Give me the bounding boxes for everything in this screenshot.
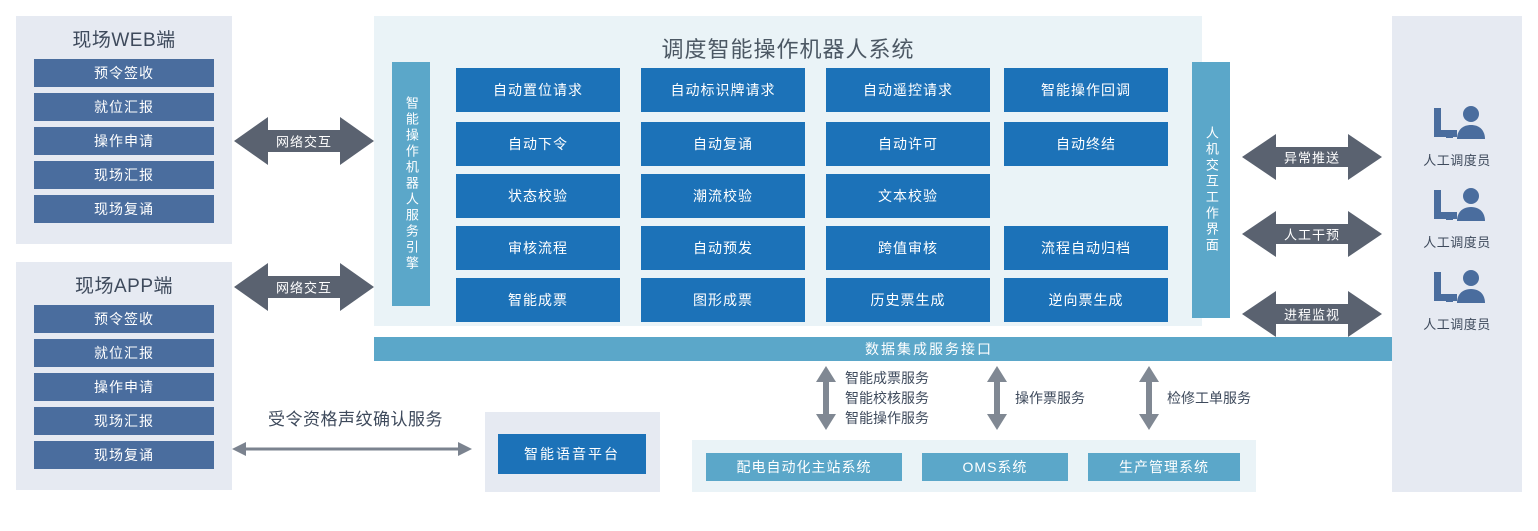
system-box-distribution-automation[interactable]: 配电自动化主站系统 xyxy=(706,453,902,481)
service-arrow-1 xyxy=(814,366,838,430)
feature-cell-auto-label-request[interactable]: 自动标识牌请求 xyxy=(641,68,805,112)
robot-system-panel: 调度智能操作机器人系统 xyxy=(374,16,1202,326)
service-engine-vbar: 智能操作机器人服务引擎 xyxy=(392,62,430,306)
vertical-double-arrow-icon xyxy=(987,366,1007,430)
operator-desk-icon xyxy=(1434,270,1485,303)
double-arrow-icon xyxy=(234,117,374,165)
double-arrow-icon xyxy=(234,263,374,311)
app-client-button-2[interactable]: 就位汇报 xyxy=(34,339,214,367)
operator-item-2: 人工调度员 xyxy=(1392,186,1522,251)
arrow-network-interaction-web: 网络交互 xyxy=(234,113,374,169)
feature-cell-auto-remote-request[interactable]: 自动遥控请求 xyxy=(826,68,990,112)
feature-cell-history-ticket[interactable]: 历史票生成 xyxy=(826,278,990,322)
operator-label-1: 人工调度员 xyxy=(1423,153,1491,168)
feature-cell-powerflow-check[interactable]: 潮流校验 xyxy=(641,174,805,218)
arrow-exception-push: 异常推送 xyxy=(1242,131,1382,183)
thin-double-arrow-icon xyxy=(232,442,472,456)
feature-cell-review-flow[interactable]: 审核流程 xyxy=(456,226,620,270)
web-client-button-2[interactable]: 就位汇报 xyxy=(34,93,214,121)
operator-item-3: 人工调度员 xyxy=(1392,268,1522,333)
arrow-process-monitor: 进程监视 xyxy=(1242,288,1382,340)
vertical-double-arrow-icon xyxy=(1139,366,1159,430)
web-client-button-1[interactable]: 预令签收 xyxy=(34,59,214,87)
voice-platform-box[interactable]: 智能语音平台 xyxy=(498,434,646,474)
vertical-double-arrow-icon xyxy=(816,366,836,430)
operator-desk-icon xyxy=(1434,188,1485,221)
web-client-button-5[interactable]: 现场复诵 xyxy=(34,195,214,223)
app-client-button-4[interactable]: 现场汇报 xyxy=(34,407,214,435)
operator-desk-icon xyxy=(1434,106,1485,139)
web-client-button-4[interactable]: 现场汇报 xyxy=(34,161,214,189)
service-label-3: 检修工单服务 xyxy=(1167,390,1251,406)
feature-cell-cross-shift-review[interactable]: 跨值审核 xyxy=(826,226,990,270)
feature-cell-auto-repeat[interactable]: 自动复诵 xyxy=(641,122,805,166)
web-client-button-3[interactable]: 操作申请 xyxy=(34,127,214,155)
feature-cell-auto-terminate[interactable]: 自动终结 xyxy=(1004,122,1168,166)
feature-cell-smart-operation-callback[interactable]: 智能操作回调 xyxy=(1004,68,1168,112)
feature-cell-auto-permit[interactable]: 自动许可 xyxy=(826,122,990,166)
double-arrow-icon xyxy=(1242,211,1382,257)
voiceprint-arrow xyxy=(232,440,472,458)
system-box-production-management[interactable]: 生产管理系统 xyxy=(1088,453,1240,481)
feature-cell-auto-pre-issue[interactable]: 自动预发 xyxy=(641,226,805,270)
double-arrow-icon xyxy=(1242,291,1382,337)
app-client-button-5[interactable]: 现场复诵 xyxy=(34,441,214,469)
panel-web-client-title: 现场WEB端 xyxy=(72,30,176,51)
panel-web-client: 现场WEB端 预令签收 就位汇报 操作申请 现场汇报 现场复诵 xyxy=(16,16,232,244)
system-box-oms[interactable]: OMS系统 xyxy=(922,453,1068,481)
double-arrow-icon xyxy=(1242,134,1382,180)
operator-item-1: 人工调度员 xyxy=(1392,104,1522,169)
voiceprint-service-label: 受令资格声纹确认服务 xyxy=(268,410,443,429)
panel-app-client-title: 现场APP端 xyxy=(74,276,174,297)
hmi-workbench-vbar: 人机交互工作界面 xyxy=(1192,62,1230,318)
feature-cell-reverse-ticket[interactable]: 逆向票生成 xyxy=(1004,278,1168,322)
service-arrow-3 xyxy=(1137,366,1161,430)
operators-panel xyxy=(1392,16,1522,492)
service-label-2: 操作票服务 xyxy=(1015,390,1085,406)
service-arrow-2 xyxy=(985,366,1009,430)
arrow-network-interaction-app: 网络交互 xyxy=(234,259,374,315)
service-label-1: 智能成票服务 智能校核服务 智能操作服务 xyxy=(845,370,929,426)
app-client-button-1[interactable]: 预令签收 xyxy=(34,305,214,333)
app-client-button-3[interactable]: 操作申请 xyxy=(34,373,214,401)
feature-cell-flow-auto-archive[interactable]: 流程自动归档 xyxy=(1004,226,1168,270)
arrow-manual-intervention: 人工干预 xyxy=(1242,208,1382,260)
feature-cell-text-check[interactable]: 文本校验 xyxy=(826,174,990,218)
feature-cell-auto-order[interactable]: 自动下令 xyxy=(456,122,620,166)
operator-label-3: 人工调度员 xyxy=(1423,317,1491,332)
feature-cell-smart-ticket[interactable]: 智能成票 xyxy=(456,278,620,322)
feature-cell-graphic-ticket[interactable]: 图形成票 xyxy=(641,278,805,322)
data-integration-service-bar: 数据集成服务接口 xyxy=(374,337,1484,361)
feature-cell-state-check[interactable]: 状态校验 xyxy=(456,174,620,218)
feature-cell-auto-position-request[interactable]: 自动置位请求 xyxy=(456,68,620,112)
panel-app-client: 现场APP端 预令签收 就位汇报 操作申请 现场汇报 现场复诵 xyxy=(16,262,232,490)
operator-label-2: 人工调度员 xyxy=(1423,235,1491,250)
robot-system-title: 调度智能操作机器人系统 xyxy=(661,37,915,62)
